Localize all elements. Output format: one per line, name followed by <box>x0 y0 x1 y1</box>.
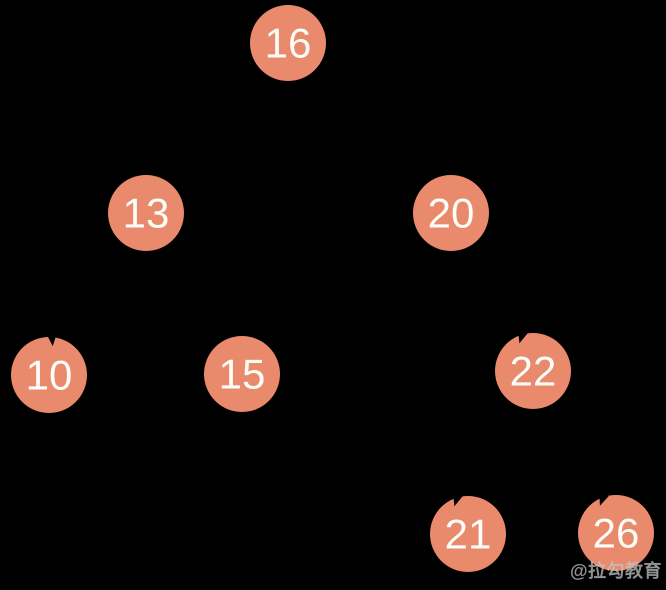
tree-node-16 <box>250 5 326 81</box>
tree-node-label-10: 10 <box>26 352 73 399</box>
edge-arrowhead-icon <box>599 492 609 506</box>
tree-node-21 <box>430 496 506 572</box>
tree-node-label-20: 20 <box>428 190 475 237</box>
tree-node-20 <box>413 175 489 251</box>
tree-node-26 <box>578 495 654 571</box>
edge-arrowhead-icon <box>518 330 528 344</box>
tree-node-22 <box>495 333 571 409</box>
tree-node-label-13: 13 <box>123 190 170 237</box>
tree-node-10 <box>11 337 87 413</box>
tree-edge-16-20 <box>287 42 452 214</box>
tree-node-label-26: 26 <box>593 510 640 557</box>
tree-node-15 <box>204 336 280 412</box>
watermark: @拉勾教育 <box>570 561 663 581</box>
tree-node-label-22: 22 <box>510 348 557 395</box>
edge-arrowhead-icon <box>46 333 57 347</box>
tree-node-13 <box>108 175 184 251</box>
edge-arrowhead-icon <box>453 493 463 507</box>
tree-node-label-15: 15 <box>219 351 266 398</box>
tree-node-label-21: 21 <box>445 511 492 558</box>
tree-node-label-16: 16 <box>265 20 312 67</box>
